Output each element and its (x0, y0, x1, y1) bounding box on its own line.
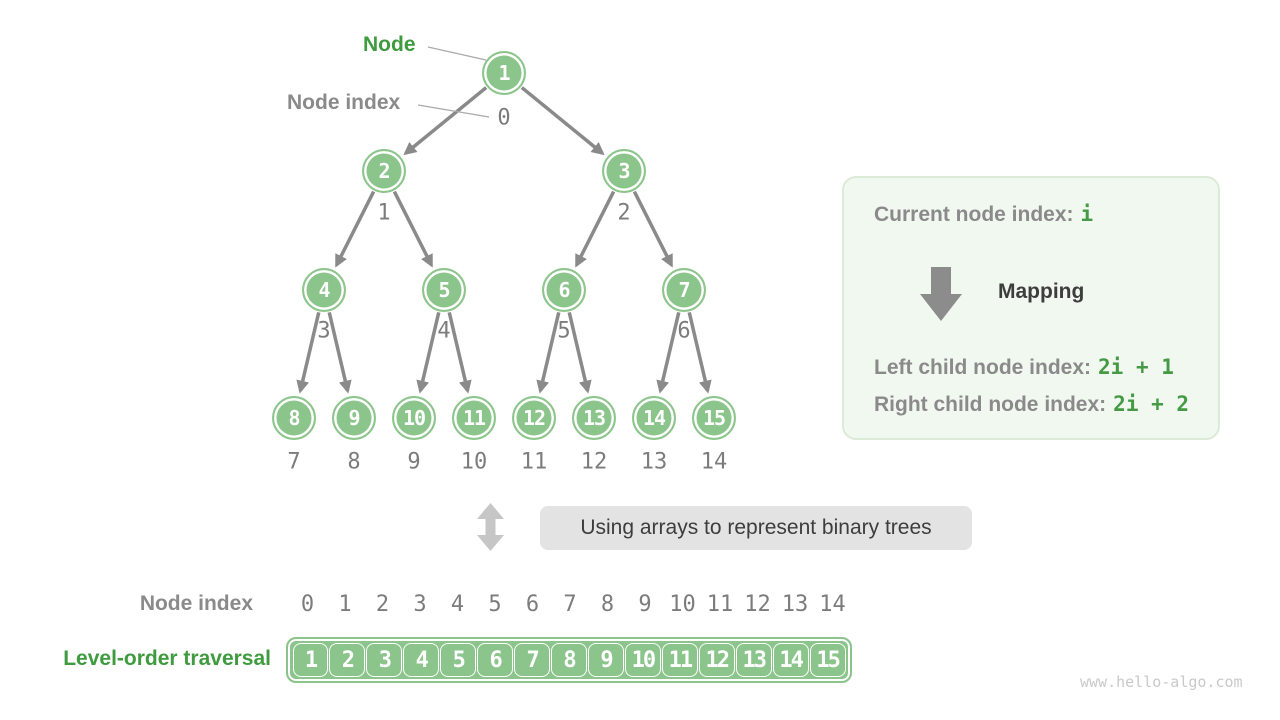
array-cell: 5 (440, 643, 477, 677)
tree-node-index: 5 (557, 318, 571, 344)
array-cell: 9 (588, 643, 624, 677)
tree-edge (335, 190, 376, 268)
right-child-code: 2i + 2 (1113, 392, 1190, 416)
array-cell: 12 (698, 643, 735, 677)
tree-edge (327, 311, 352, 394)
array-cell: 14 (772, 643, 809, 677)
tree-node: 12 (512, 396, 556, 440)
node-index-digit: 9 (638, 592, 652, 617)
level-order-label: Level-order traversal (63, 647, 271, 670)
tree-node: 15 (692, 396, 736, 440)
array-cell: 15 (809, 643, 846, 677)
left-child-row: Left child node index: 2i + 1 (874, 355, 1174, 380)
left-child-label: Left child node index: (874, 356, 1092, 379)
node-index-callout-label: Node index (287, 91, 401, 114)
array-cell: 10 (624, 643, 661, 677)
array-cell: 8 (551, 643, 587, 677)
tree-node-index: 13 (640, 449, 668, 475)
tree-edge (536, 311, 561, 394)
watermark: www.hello-algo.com (1080, 673, 1243, 691)
mapping-label: Mapping (998, 280, 1085, 303)
tree-edge (403, 86, 488, 156)
tree-node: 2 (362, 149, 406, 193)
node-index-digit: 3 (413, 592, 427, 617)
node-index-digit: 8 (600, 592, 615, 617)
tree-node-index: 1 (377, 200, 391, 226)
tree-edge (392, 190, 433, 268)
tree-edge (656, 311, 681, 394)
tree-node: 7 (662, 268, 706, 312)
tree-edge (632, 190, 673, 268)
tree-node-index: 11 (520, 449, 548, 475)
node-index-digit: 7 (563, 592, 577, 617)
current-node-index-row: Current node index: i (874, 202, 1093, 227)
bottom-node-index-label: Node index (139, 592, 253, 615)
tree-node: 6 (542, 268, 586, 312)
callout-leader-line (417, 104, 490, 118)
node-index-digit: 13 (781, 592, 809, 617)
tree-node-index: 0 (497, 105, 511, 131)
node-index-digit: 1 (338, 592, 352, 617)
node-index-digit: 0 (300, 592, 315, 617)
node-index-digit: 12 (744, 592, 771, 617)
array-cell: 11 (661, 643, 698, 677)
tree-node-index: 6 (677, 318, 691, 344)
node-callout-label: Node (363, 33, 416, 56)
node-index-digit: 10 (669, 592, 696, 617)
current-node-index-label: Current node index: (874, 203, 1074, 226)
array-cell: 4 (403, 643, 440, 677)
tree-node-index: 2 (617, 200, 631, 226)
tree-node: 10 (392, 396, 436, 440)
tree-edge (296, 311, 321, 394)
tree-edge (416, 311, 441, 394)
tree-edge (567, 311, 592, 394)
node-index-digit: 2 (375, 592, 390, 617)
tree-node: 13 (572, 396, 616, 440)
array-cell: 2 (329, 643, 366, 677)
node-index-digit: 5 (488, 592, 502, 617)
tree-edge (575, 190, 616, 268)
up-down-arrow-icon (477, 503, 504, 551)
right-child-label: Right child node index: (874, 393, 1107, 416)
mapping-panel: Current node index: i Mapping Left child … (842, 176, 1220, 440)
node-index-digit: 14 (819, 592, 846, 617)
array-cell: 1 (292, 643, 329, 677)
left-child-code: 2i + 1 (1098, 355, 1174, 379)
tree-node-index: 10 (460, 449, 488, 475)
tree-node: 11 (452, 396, 496, 440)
tree-node: 5 (422, 268, 466, 312)
node-index-digit: 6 (525, 592, 540, 617)
array-cell: 7 (514, 643, 551, 677)
tree-node-index: 9 (407, 449, 421, 475)
divider-caption: Using arrays to represent binary trees (540, 506, 972, 550)
tree-node-index: 3 (317, 318, 331, 344)
array-cell: 13 (735, 643, 772, 677)
tree-edge (687, 311, 712, 394)
tree-node-index: 14 (700, 449, 728, 475)
array-cell: 3 (366, 643, 403, 677)
tree-node-index: 7 (287, 449, 301, 475)
down-arrow-icon (920, 267, 962, 321)
node-index-digit: 11 (706, 592, 734, 617)
tree-node-index: 8 (347, 449, 361, 475)
current-node-index-code: i (1080, 202, 1094, 226)
array-cell: 6 (477, 643, 514, 677)
callout-leader-line (427, 46, 487, 61)
tree-node: 14 (632, 396, 676, 440)
tree-node: 1 (482, 51, 526, 95)
tree-node: 8 (272, 396, 316, 440)
tree-node-index: 4 (437, 318, 451, 344)
tree-node: 4 (302, 268, 346, 312)
right-child-row: Right child node index: 2i + 2 (874, 392, 1189, 417)
tree-node: 3 (602, 149, 646, 193)
tree-edge (447, 311, 472, 394)
tree-edge (520, 86, 605, 156)
node-index-digit: 4 (450, 592, 465, 617)
tree-node: 9 (332, 396, 376, 440)
tree-node-index: 12 (580, 449, 608, 475)
